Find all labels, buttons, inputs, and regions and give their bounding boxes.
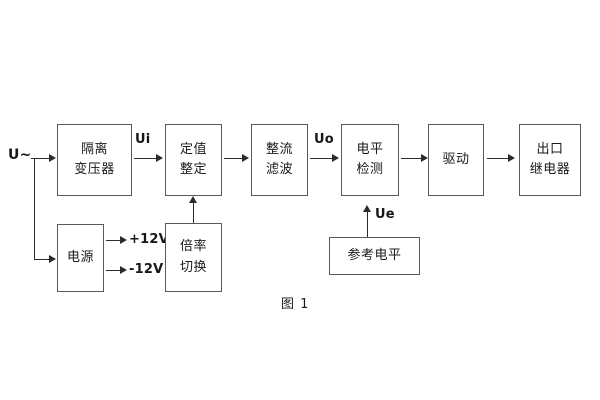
multiplier-to-setting-arrow: [188, 196, 197, 203]
block-level-detection-line2: 检测: [356, 162, 384, 177]
rectify-to-level-line: [310, 158, 333, 159]
setting-to-rectify-line: [224, 158, 243, 159]
rail-positive-line: [106, 240, 121, 241]
block-level-detection-line1: 电平: [356, 141, 384, 157]
block-setting-adjustment[interactable]: 定值 整定: [165, 124, 222, 196]
level-to-drive-line: [401, 158, 422, 159]
input-rail-stub: [31, 158, 35, 159]
block-rectify-filter[interactable]: 整流 滤波: [251, 124, 308, 196]
block-isolation-transformer-line2: 变压器: [74, 162, 115, 177]
block-setting-adjustment-line1: 定值: [179, 141, 207, 157]
block-reference-level[interactable]: 参考电平: [329, 237, 420, 275]
block-power-supply-line1: 电源: [66, 249, 94, 265]
block-setting-adjustment-line2: 整定: [179, 162, 207, 177]
block-isolation-transformer-line1: 隔离: [80, 141, 108, 157]
block-drive[interactable]: 驱动: [428, 124, 484, 196]
block-output-relay-line2: 继电器: [529, 162, 571, 177]
rail-positive-label: +12V: [129, 232, 169, 247]
block-drive-line1: 驱动: [442, 151, 470, 167]
input-branch-transformer-line: [34, 158, 50, 159]
block-multiplier-switch[interactable]: 倍率 切换: [165, 223, 222, 292]
block-reference-level-line1: 参考电平: [347, 247, 402, 263]
drive-to-relay-arrow: [508, 153, 515, 162]
rail-positive-arrow: [120, 235, 127, 244]
input-branch-power-arrow: [49, 254, 56, 263]
reference-to-level-line: [367, 212, 368, 237]
ui-signal-label: Ui: [135, 132, 151, 147]
block-rectify-filter-line2: 滤波: [265, 162, 293, 177]
rail-negative-line: [106, 270, 121, 271]
input-supply-label: U~: [8, 147, 32, 163]
block-power-supply[interactable]: 电源: [57, 224, 104, 292]
level-to-drive-arrow: [421, 153, 428, 162]
transformer-to-setting-arrow: [156, 153, 163, 162]
block-output-relay-line1: 出口: [536, 141, 564, 157]
input-branch-power-line: [34, 259, 50, 260]
figure-caption: 图 1: [281, 297, 310, 312]
rectify-to-level-arrow: [332, 153, 339, 162]
drive-to-relay-line: [487, 158, 509, 159]
block-multiplier-switch-line1: 倍率: [179, 239, 207, 255]
ue-signal-label: Ue: [375, 207, 395, 222]
rail-negative-arrow: [120, 265, 127, 274]
input-branch-transformer-arrow: [49, 153, 56, 162]
block-level-detection[interactable]: 电平 检测: [341, 124, 399, 196]
input-rail-vertical: [34, 158, 35, 259]
reference-to-level-arrow: [362, 205, 371, 212]
block-isolation-transformer[interactable]: 隔离 变压器: [57, 124, 132, 196]
setting-to-rectify-arrow: [242, 153, 249, 162]
block-rectify-filter-line1: 整流: [265, 141, 293, 157]
block-output-relay[interactable]: 出口 继电器: [519, 124, 581, 196]
uo-signal-label: Uo: [314, 132, 334, 147]
block-multiplier-switch-line2: 切换: [179, 259, 207, 275]
rail-negative-label: -12V: [129, 262, 164, 277]
multiplier-to-setting-line: [193, 203, 194, 223]
transformer-to-setting-line: [134, 158, 157, 159]
